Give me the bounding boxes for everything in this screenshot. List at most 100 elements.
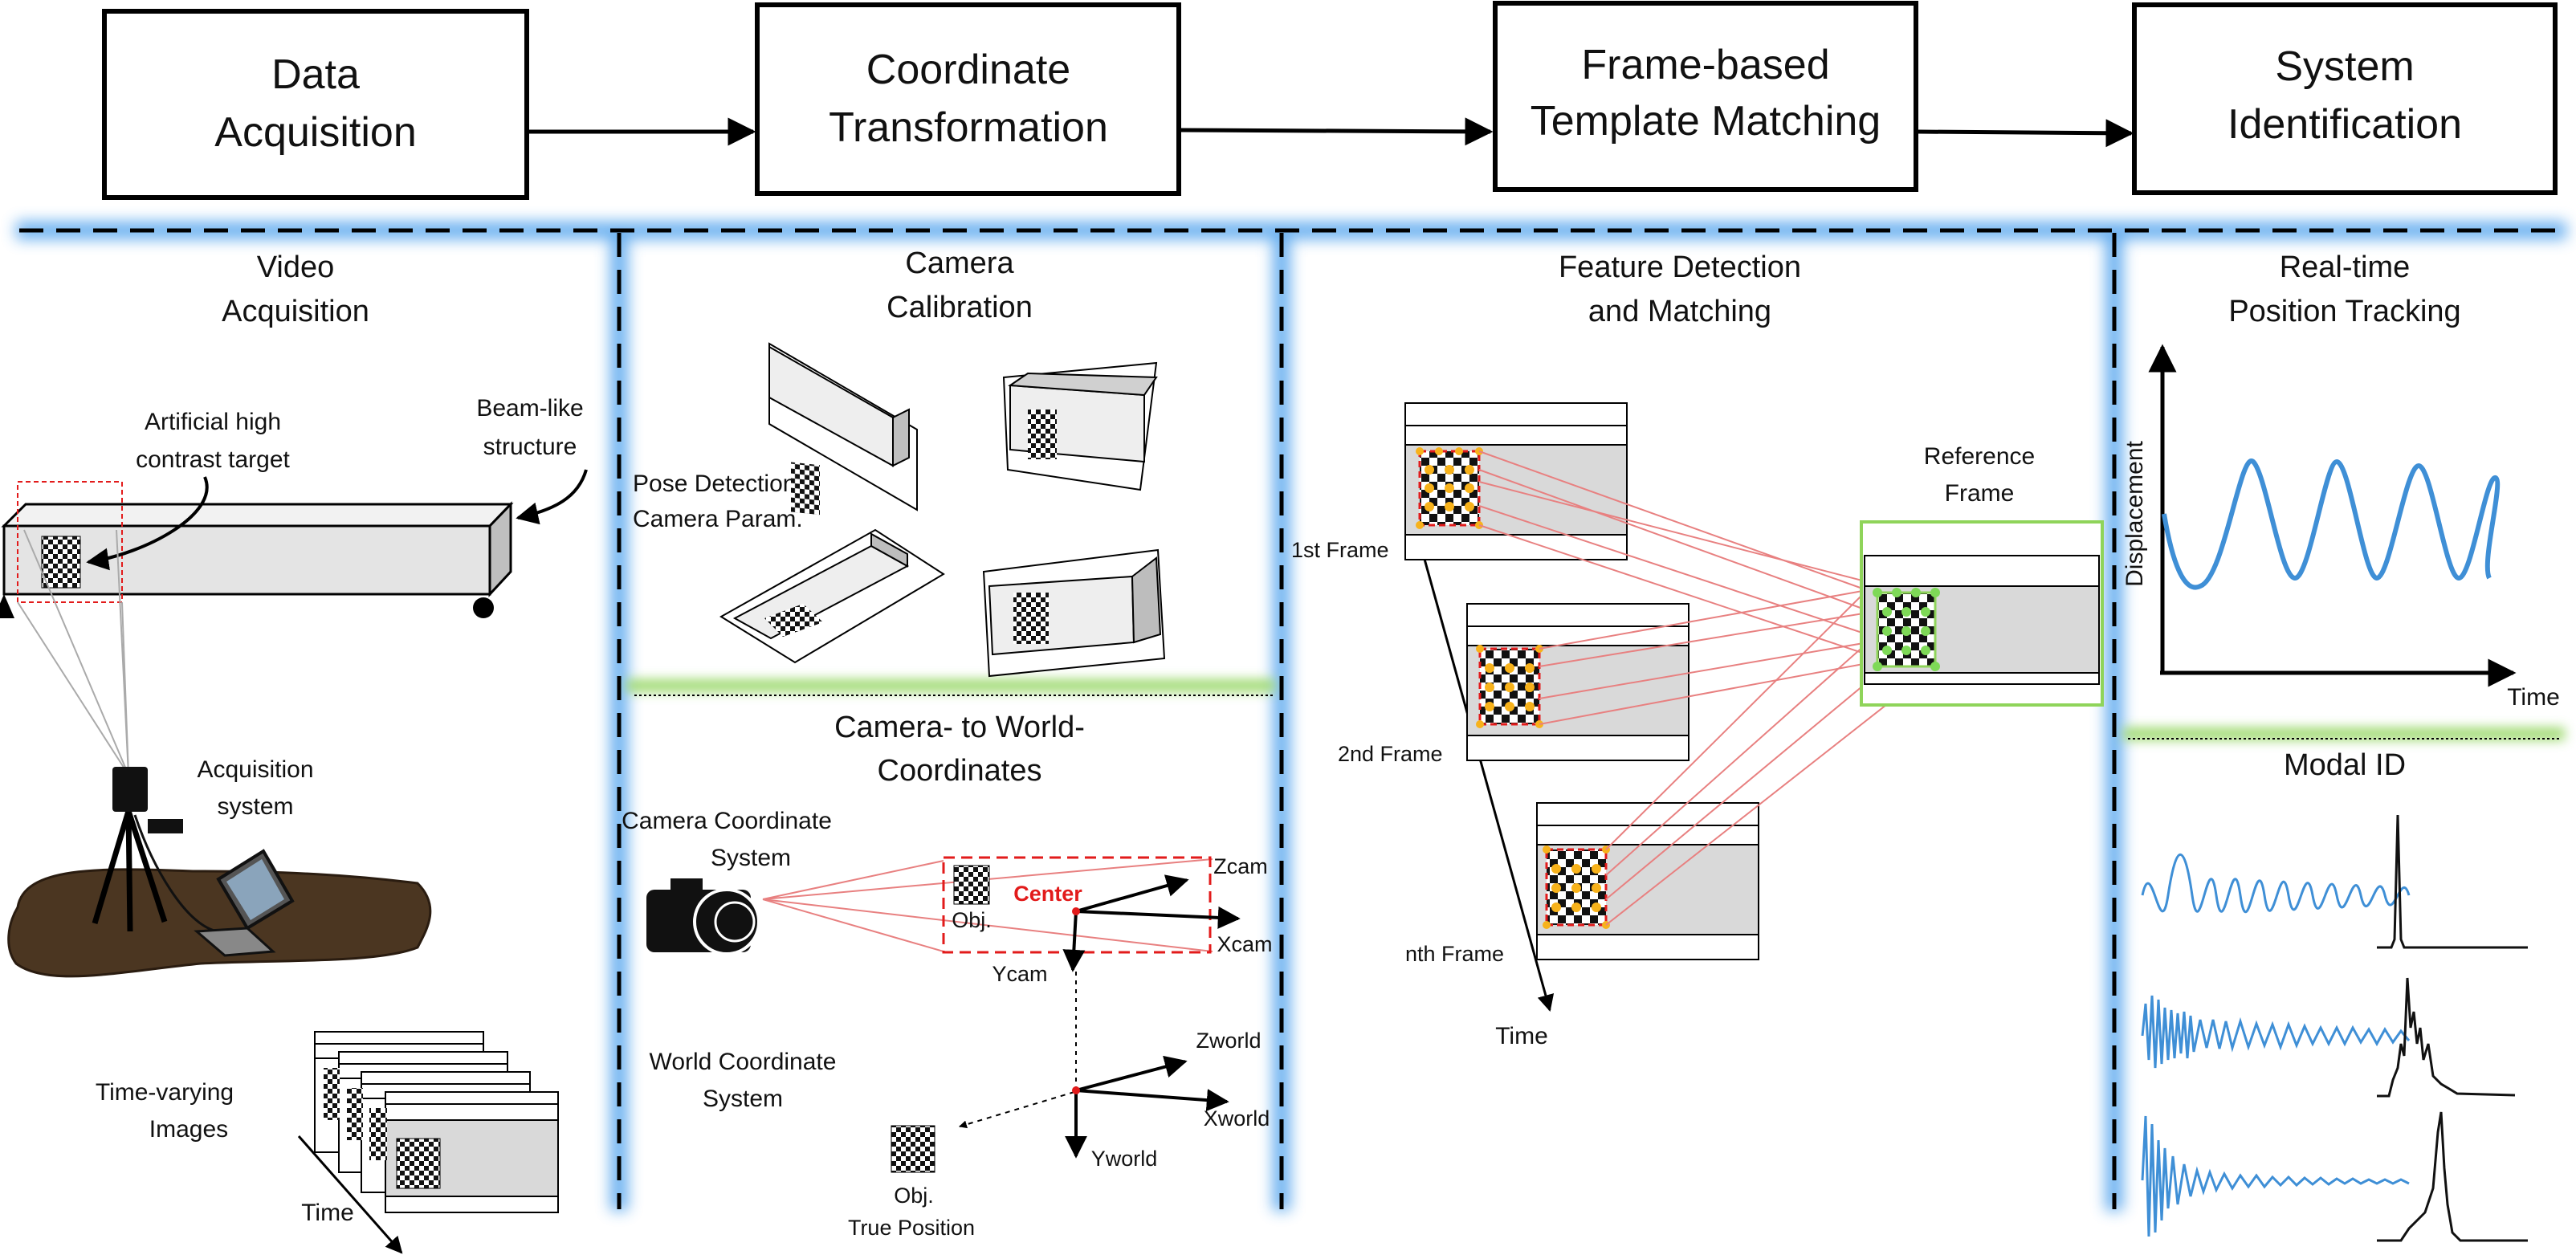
c2w-title-2: Coordinates [878,754,1042,788]
modal-signal-3 [2141,1115,2410,1237]
camera-cable [133,814,218,933]
ref-label-2: Frame [1945,480,2015,507]
frame1-label: 1st Frame [1291,538,1389,562]
camera-icon [646,878,760,955]
frame-n [1536,802,1759,960]
obj2-label: Obj. [894,1184,934,1208]
center-label: Center [1013,882,1082,906]
structure-arrow [516,469,588,525]
zcam-label: Zcam [1213,854,1268,878]
pose-label-2: Camera Param. [633,506,803,532]
tracking-signal [2162,458,2501,590]
stage-system-identification: System Identification [2132,2,2558,195]
laptop [194,849,295,957]
time-varying-frames [314,1031,559,1213]
match-lines [1478,450,1936,926]
displacement-label: Displacement [2122,440,2148,586]
yworld-label: Yworld [1091,1147,1158,1171]
acq-system-label-2: system [217,793,293,820]
modal-spectrum-2 [2377,977,2516,1098]
xworld-label: Xworld [1204,1106,1270,1131]
images-label-2: Images [149,1116,228,1143]
calib-title-2: Calibration [887,291,1033,324]
stage-1-line-1: Data [271,51,360,98]
time-arrow-left [297,1135,403,1254]
beam-structure [0,481,514,618]
frames-time-label: Time [1495,1023,1548,1049]
framen-label: nth Frame [1405,942,1504,966]
video-acq-title-2: Acquisition [222,295,369,328]
true-position-label: True Position [848,1216,975,1240]
obj-label: Obj. [952,908,992,932]
calib-board-3 [719,528,945,664]
reference-frame [1860,520,2104,707]
modal-signal-2 [2141,995,2411,1069]
stage-3-line-1: Frame-based [1581,42,1829,88]
matching-title-1: Feature Detection [1559,251,1801,284]
modal-spectrum-3 [2377,1111,2528,1242]
target-label-2: contrast target [136,446,290,473]
green-dividers [626,679,2565,740]
section-system-identification: Real-time Position Tracking Displacement… [2122,251,2560,1242]
zworld-label: Zworld [1196,1029,1261,1053]
world-axes [1065,1055,1229,1159]
stage-3-line-2: Template Matching [1531,98,1881,145]
object-true-position [891,1125,935,1173]
stage-4-line-1: System [2275,43,2414,90]
center-point [1072,907,1080,915]
calib-title-1: Camera [905,247,1014,280]
section-feature-matching: Feature Detection and Matching Time 1st … [1291,251,2104,1049]
frame-1 [1404,402,1628,560]
modal-spectrum-1 [2377,814,2528,949]
section-video-acquisition: Video Acquisition Artificial high contra… [0,251,588,1254]
target-label-1: Artificial high [145,409,281,435]
camera-grip [148,819,183,833]
world-sys-label-2: System [703,1086,783,1112]
cam-sys-label-2: System [711,845,791,871]
ref-label-1: Reference [1924,443,2035,470]
true-position-arrow [959,1091,1075,1129]
target-arrow [86,476,209,571]
modal-signal-1 [2141,854,2411,914]
modal-title: Modal ID [2284,748,2406,782]
tracking-time-label: Time [2507,684,2560,711]
stage-4-line-2: Identification [2228,101,2462,148]
calib-board-2 [1002,361,1158,491]
stage-2-line-2: Transformation [829,104,1108,151]
xcam-label: Xcam [1217,932,1272,956]
frame2-label: 2nd Frame [1338,742,1443,766]
video-acq-title-1: Video [257,251,335,284]
camera-tripod [92,809,168,932]
stage-template-matching: Frame-based Template Matching [1493,1,1918,192]
calib-board-4 [982,548,1166,678]
cam-sys-label-1: Camera Coordinate [622,808,832,834]
tracking-axes [2148,344,2517,687]
world-sys-label-1: World Coordinate [650,1049,837,1075]
ground [7,868,432,978]
images-label-1: Time-varying [96,1079,234,1106]
pipeline: Data Acquisition Coordinate Transformati… [102,1,2558,200]
tracking-title-1: Real-time [2280,251,2411,284]
dashed-lines [19,228,2562,1209]
tracking-title-2: Position Tracking [2228,295,2460,328]
object-target [953,865,990,905]
c2w-title-1: Camera- to World- [834,711,1085,744]
stage-data-acquisition: Data Acquisition [102,9,529,200]
stage-2-line-1: Coordinate [866,47,1070,93]
matching-title-2: and Matching [1588,295,1771,328]
images-time-label: Time [301,1200,354,1226]
ycam-label: Ycam [992,962,1047,986]
pipeline-arrow-3 [1918,119,2134,148]
calib-board-1 [768,342,918,515]
acq-system-label-1: Acquisition [197,756,313,783]
camera-view-lines [17,529,129,776]
pose-label-1: Pose Detection [633,471,796,497]
pipeline-arrow-2 [1180,117,1494,146]
structure-label-1: Beam-like [476,395,583,422]
section-camera-calibration: Camera Calibration Pose Detection Camera… [633,247,1166,678]
stage-coordinate-transformation: Coordinate Transformation [755,2,1181,196]
stage-1-line-2: Acquisition [214,109,416,156]
camera-body [112,767,148,812]
world-origin [1072,1086,1080,1094]
structure-label-2: structure [483,434,577,460]
